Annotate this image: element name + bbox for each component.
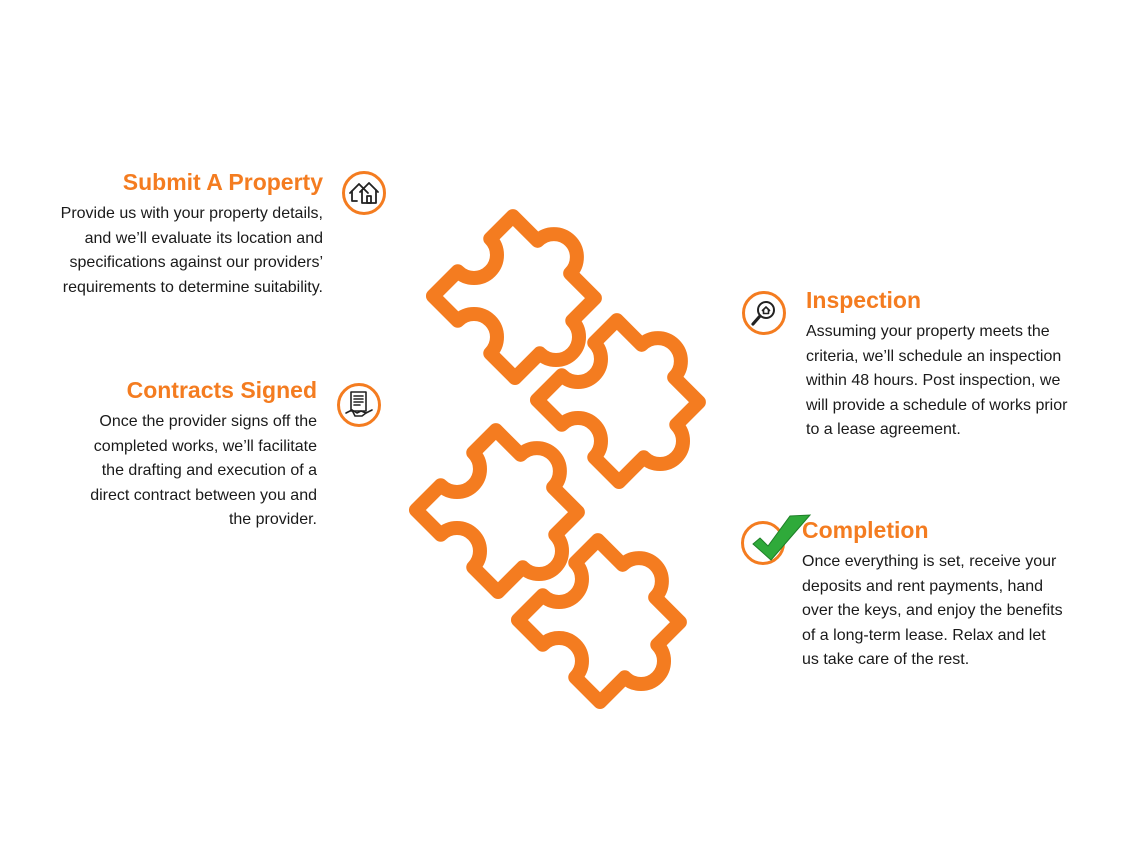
checkmark-icon	[752, 514, 812, 561]
description-line: to a lease agreement.	[806, 421, 961, 438]
step-title: Inspection	[806, 287, 922, 313]
step-submit-property: Submit A Property Provide us with your p…	[0, 168, 323, 300]
description-line: us take care of the rest.	[802, 651, 970, 668]
step-inspection: Inspection Assuming your property meets …	[806, 286, 1106, 443]
step-description: Once the provider signs off the complete…	[17, 410, 317, 533]
description-line: Assuming your property meets the	[806, 323, 1050, 340]
checkmark-badge	[741, 514, 812, 565]
magnifier-house-icon	[742, 291, 786, 335]
description-line: specifications against our providers’	[69, 254, 323, 271]
description-line: and we’ll evaluate its location and	[84, 229, 323, 247]
step-title: Submit A Property	[122, 169, 323, 195]
description-line: completed works, we’ll facilitate	[93, 437, 317, 455]
step-description: Provide us with your property details, a…	[0, 202, 323, 300]
step-completion: Completion Once everything is set, recei…	[802, 516, 1102, 673]
step-title: Completion	[802, 517, 929, 543]
step-description: Once everything is set, receive your dep…	[802, 550, 1102, 673]
description-line: requirements to determine suitability.	[62, 278, 323, 296]
step-title: Contracts Signed	[126, 377, 317, 403]
description-line: within 48 hours. Post inspection, we	[806, 372, 1061, 389]
description-line: the drafting and execution of a	[101, 462, 317, 479]
contract-handshake-icon	[337, 383, 381, 427]
puzzle-piece-4	[518, 524, 712, 718]
step-contracts-signed: Contracts Signed Once the provider signs…	[17, 376, 317, 533]
description-line: deposits and rent payments, hand	[802, 577, 1044, 595]
description-line: will provide a schedule of works prior	[806, 396, 1068, 414]
description-line: criteria, we’ll schedule an inspection	[806, 347, 1062, 365]
description-line: Provide us with your property details,	[60, 205, 323, 222]
description-line: direct contract between you and	[90, 486, 317, 504]
description-line: over the keys, and enjoy the benefits	[802, 602, 1063, 619]
description-line: Once the provider signs off the	[99, 413, 317, 430]
description-line: Once everything is set, receive your	[802, 553, 1057, 570]
description-line: the provider.	[228, 511, 317, 528]
houses-icon	[342, 171, 386, 215]
step-description: Assuming your property meets the criteri…	[806, 320, 1106, 443]
description-line: of a long-term lease. Relax and let	[802, 626, 1046, 644]
